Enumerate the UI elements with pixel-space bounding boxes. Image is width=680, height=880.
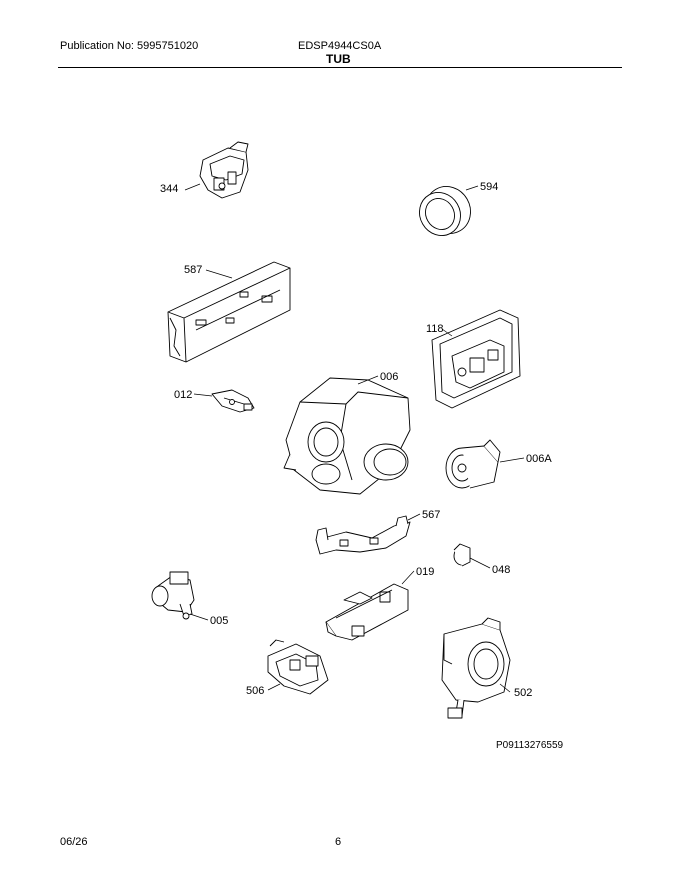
leader-lines <box>184 183 525 693</box>
part-587-control-module <box>167 261 291 363</box>
footer-date: 06/26 <box>60 836 88 848</box>
part-006a-pump-motor <box>445 439 501 489</box>
part-344-switch <box>199 141 249 199</box>
publication-number: Publication No: 5995751020 <box>60 40 199 52</box>
part-006-pump-housing <box>283 377 411 495</box>
diagram-reference: P09113276559 <box>496 740 564 751</box>
header-rule <box>58 67 622 68</box>
label-567: 567 <box>422 509 440 521</box>
part-labels: 344 594 587 118 006 012 006A 567 048 019… <box>160 181 552 699</box>
label-118: 118 <box>426 323 444 335</box>
part-012-clip <box>211 389 255 413</box>
section-title: TUB <box>326 52 351 66</box>
label-506: 506 <box>246 685 264 697</box>
label-006: 006 <box>380 371 398 383</box>
part-005-valve <box>151 571 195 620</box>
label-005: 005 <box>210 615 228 627</box>
part-048-sensor <box>453 543 471 567</box>
label-587: 587 <box>184 264 202 276</box>
part-567-bracket <box>315 515 411 555</box>
part-502-blower-fan <box>441 617 511 719</box>
label-502: 502 <box>514 687 532 699</box>
label-594: 594 <box>480 181 498 193</box>
label-048: 048 <box>492 564 510 576</box>
label-019: 019 <box>416 566 434 578</box>
label-344: 344 <box>160 183 178 195</box>
label-006a: 006A <box>526 453 552 465</box>
part-506-holder <box>267 639 329 695</box>
page-number: 6 <box>335 836 342 848</box>
model-number: EDSP4944CS0A <box>298 40 382 52</box>
part-118-dispenser <box>431 309 521 409</box>
label-012: 012 <box>174 389 192 401</box>
part-019-tray <box>325 583 409 641</box>
part-594-ring <box>419 186 471 236</box>
